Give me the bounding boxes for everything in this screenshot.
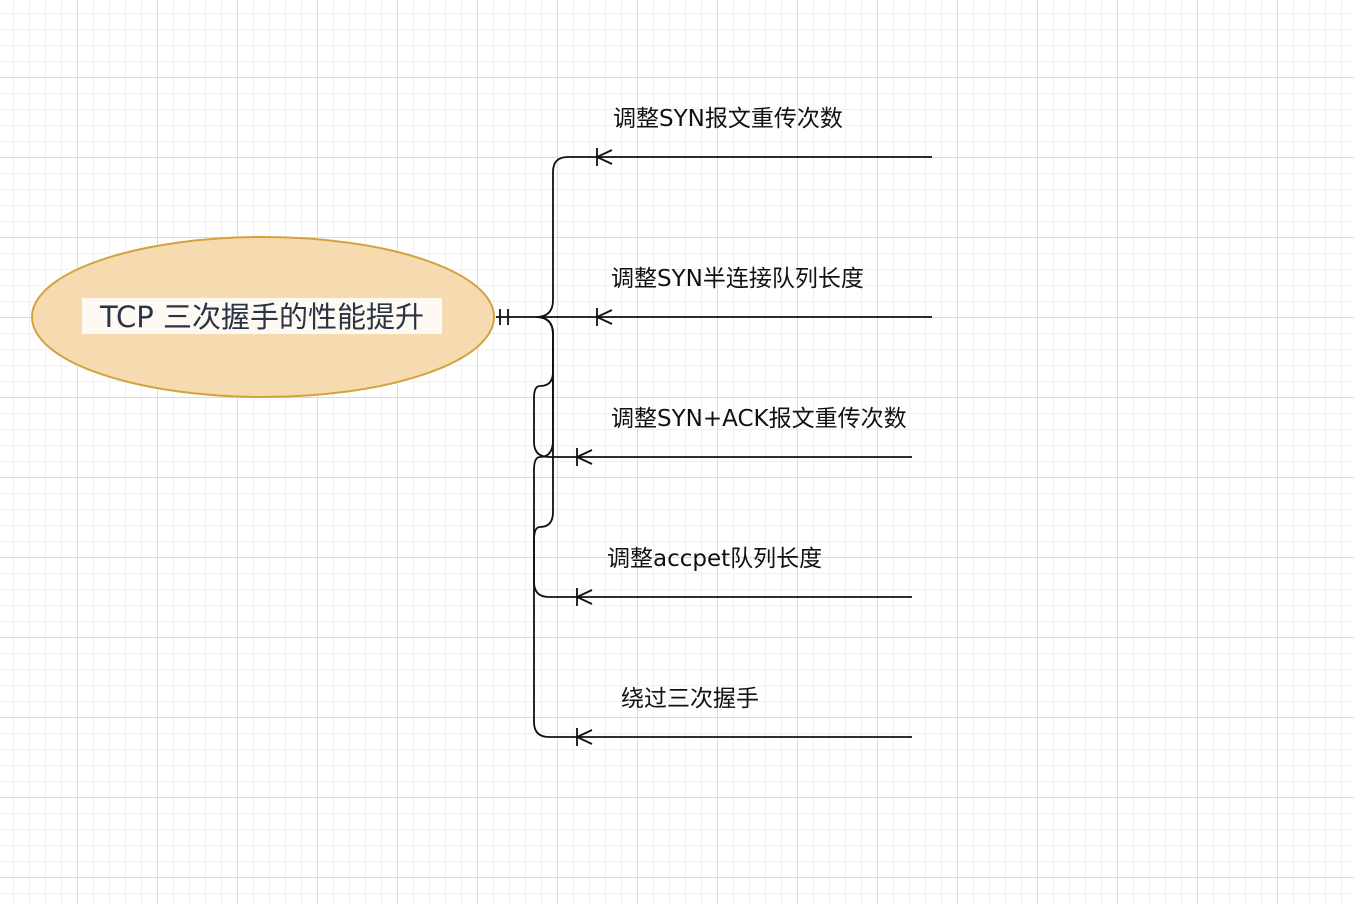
edge-5-path (533, 316, 912, 738)
edge-2[interactable] (536, 308, 932, 326)
edge-3-path (533, 316, 912, 458)
root-connector-mark (496, 309, 536, 325)
edge-3[interactable] (533, 316, 912, 466)
edge-2-arrow (594, 308, 613, 326)
branch-label-3[interactable]: 调整SYN+ACK报文重传次数 (611, 406, 907, 432)
edge-1-arrow (594, 148, 613, 166)
edge-4-arrow (574, 588, 593, 606)
branch-label-4[interactable]: 调整accpet队列长度 (607, 546, 822, 572)
root-node[interactable]: TCP 三次握手的性能提升 (31, 236, 495, 398)
branch-label-1[interactable]: 调整SYN报文重传次数 (613, 106, 843, 132)
edge-5-arrow (574, 728, 593, 746)
root-label-highlight (82, 298, 442, 334)
edge-5[interactable] (533, 316, 912, 746)
edge-3-arrow (574, 448, 593, 466)
edge-1[interactable] (535, 148, 932, 318)
branch-label-5[interactable]: 绕过三次握手 (621, 686, 759, 712)
root-label: TCP 三次握手的性能提升 (99, 300, 424, 334)
branch-label-2[interactable]: 调整SYN半连接队列长度 (611, 266, 864, 292)
edge-1-path (535, 156, 932, 318)
